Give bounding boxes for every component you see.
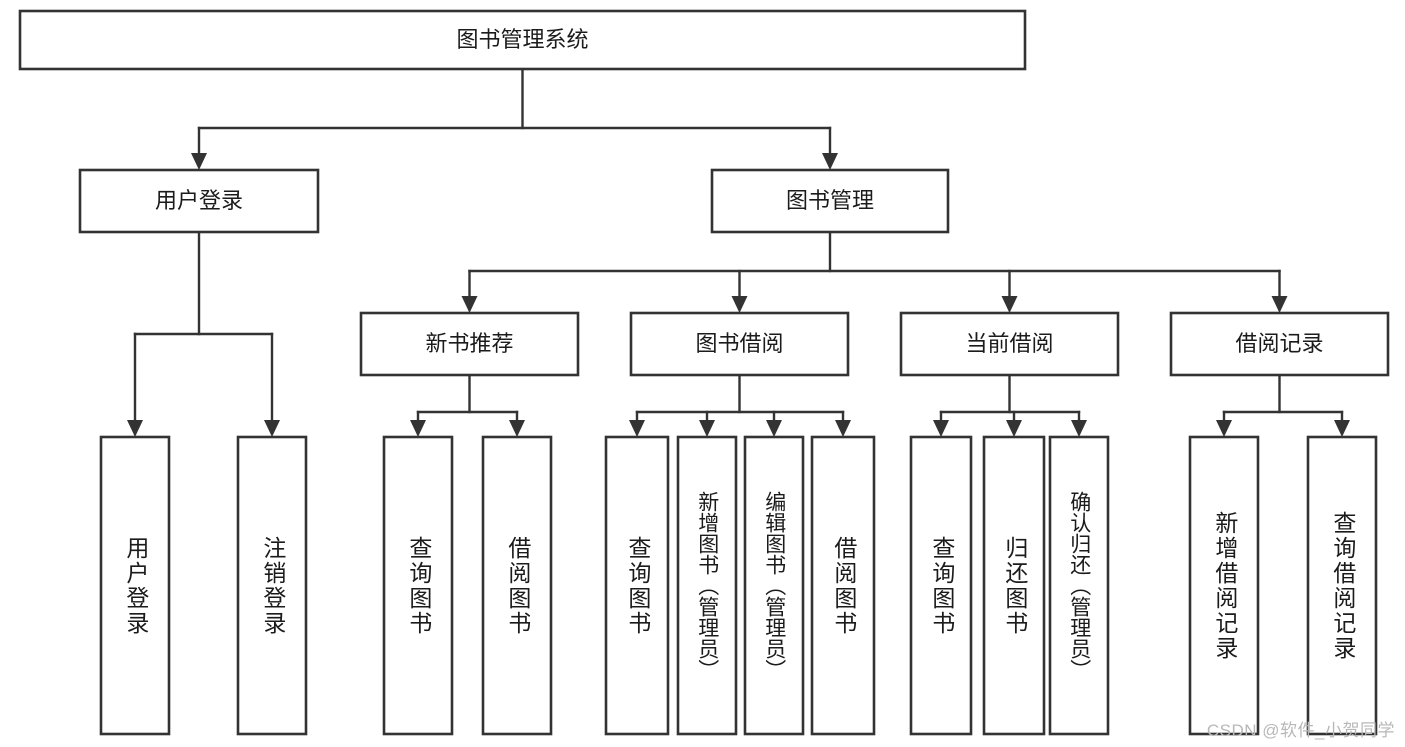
arrow-head-icon [1006, 420, 1022, 437]
arrow-head-icon [766, 420, 782, 437]
leaf-node-box[interactable] [1188, 435, 1260, 736]
arrow-head-icon [509, 420, 525, 437]
leaf-node-box[interactable] [676, 435, 738, 736]
arrow-head-icon [461, 296, 478, 313]
level2-node-box[interactable] [899, 311, 1120, 377]
root-node-box[interactable] [18, 9, 1027, 71]
arrow-head-icon [1001, 296, 1018, 313]
leaf-node-box[interactable] [604, 435, 670, 736]
leaf-node-box[interactable] [982, 435, 1046, 736]
level1-node-box[interactable] [710, 168, 950, 234]
watermark: CSDN @软件_小贺同学 [1206, 721, 1395, 740]
node-label: 借阅记录 [1235, 331, 1323, 356]
node-label: 用户登录 [155, 188, 243, 213]
leaf-node-box[interactable] [1306, 435, 1378, 736]
level2-node-box[interactable] [629, 311, 850, 377]
arrow-head-icon [127, 420, 143, 437]
arrow-head-icon [835, 420, 851, 437]
node-label: 图书管理 [786, 188, 874, 213]
node-label: 新书推荐 [425, 331, 513, 356]
leaf-node-box[interactable] [810, 435, 876, 736]
leaf-node-box[interactable] [236, 435, 308, 736]
node-label: 图书管理系统 [456, 27, 588, 52]
arrow-head-icon [1271, 296, 1288, 313]
leaf-node-box[interactable] [1048, 435, 1110, 736]
arrow-head-icon [1071, 420, 1087, 437]
arrow-head-icon [191, 153, 207, 170]
connector-layer [127, 67, 1350, 437]
arrow-head-icon [822, 153, 838, 170]
arrow-head-icon [933, 420, 949, 437]
arrow-head-icon [629, 420, 645, 437]
level1-node-box[interactable] [78, 168, 320, 234]
arrow-head-icon [731, 296, 748, 313]
arrow-head-icon [1334, 420, 1350, 437]
node-label: 图书借阅 [695, 331, 783, 356]
node-label: 当前借阅 [965, 331, 1053, 356]
level2-node-box[interactable] [1169, 311, 1390, 377]
arrow-head-icon [264, 420, 280, 437]
leaf-node-box[interactable] [481, 435, 553, 736]
arrow-head-icon [1216, 420, 1232, 437]
leaf-node-box[interactable] [99, 435, 171, 736]
leaf-node-box[interactable] [743, 435, 805, 736]
level2-node-box[interactable] [359, 311, 580, 377]
arrow-head-icon [410, 420, 426, 437]
leaf-node-box[interactable] [382, 435, 454, 736]
leaf-node-box[interactable] [909, 435, 973, 736]
arrow-head-icon [699, 420, 715, 437]
